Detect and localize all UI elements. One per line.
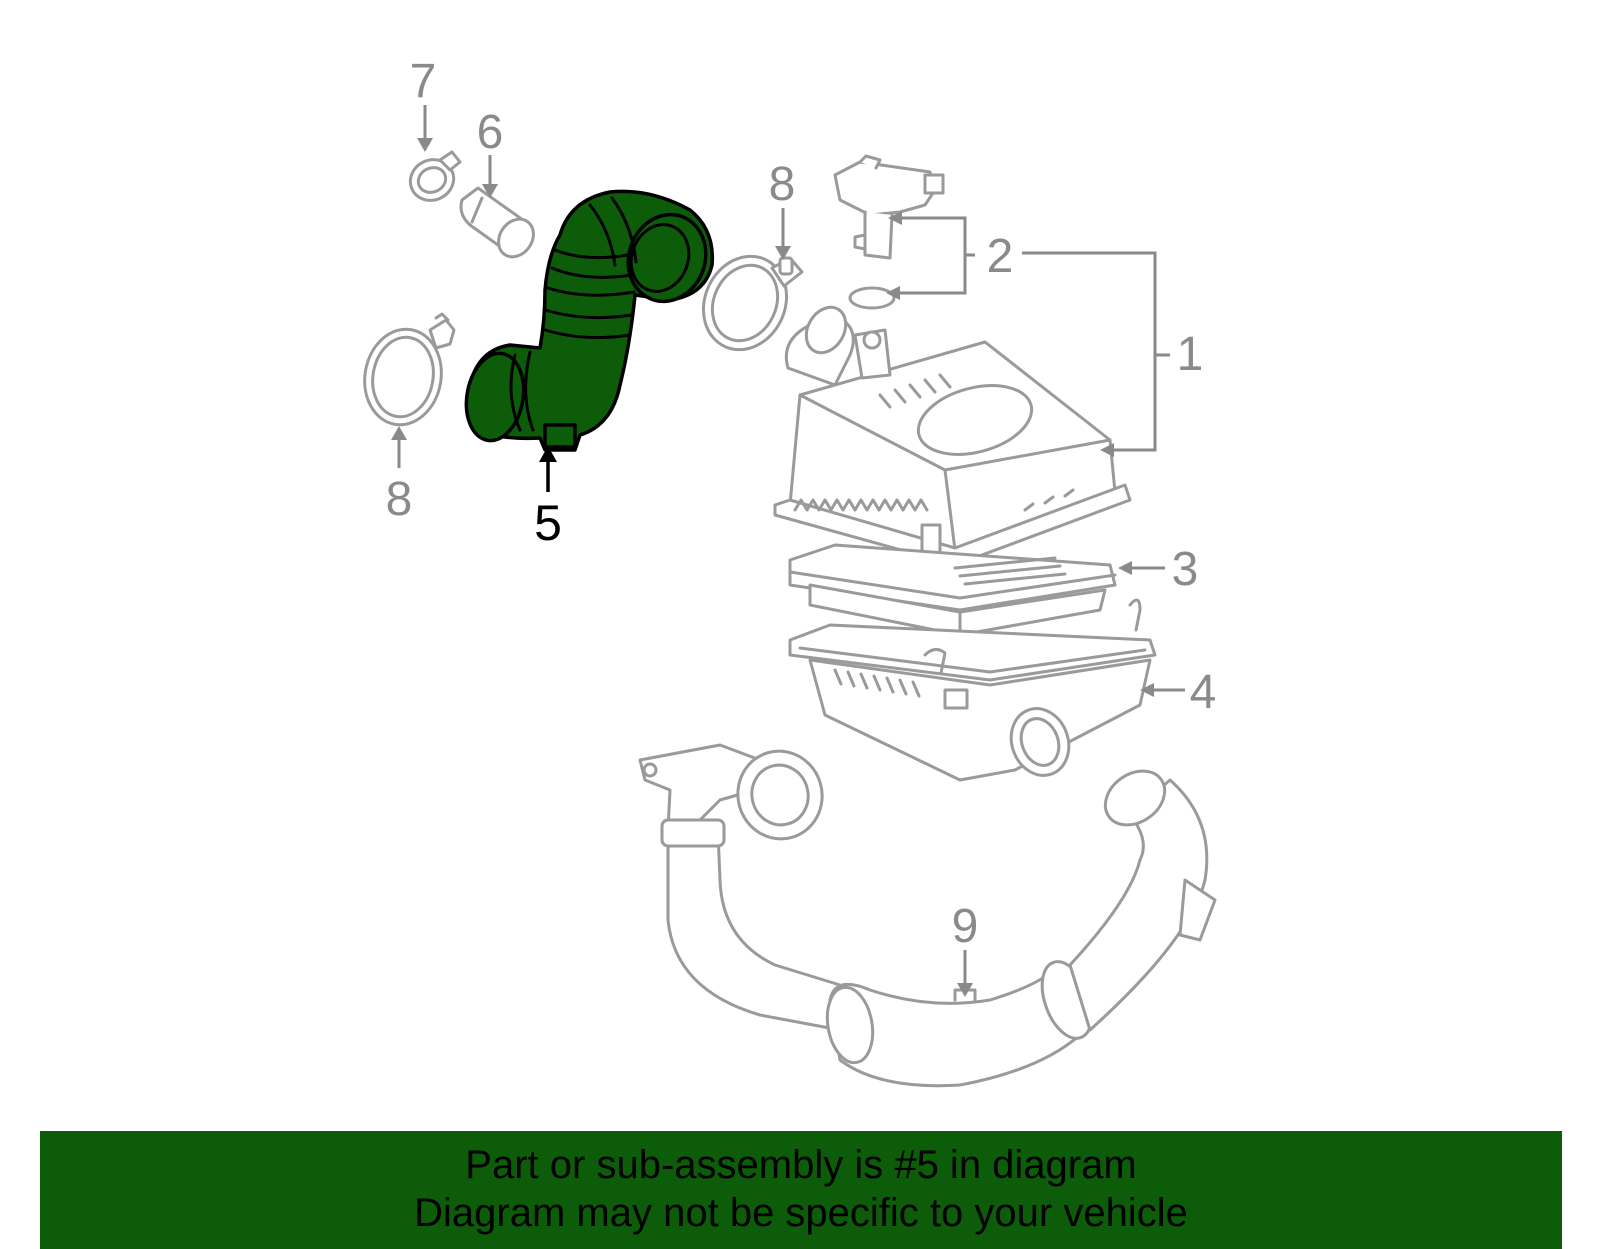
arrow-down-icon bbox=[957, 983, 973, 997]
callout-9: 9 bbox=[952, 900, 979, 997]
part-5-air-intake-hose[interactable] bbox=[460, 189, 718, 452]
callout-9-label: 9 bbox=[952, 900, 979, 953]
arrow-up-icon bbox=[391, 426, 407, 440]
arrow-left-icon bbox=[888, 211, 902, 225]
callout-6-label: 6 bbox=[477, 106, 504, 159]
part-7-hose-clamp[interactable] bbox=[404, 150, 462, 207]
arrow-down-icon bbox=[482, 184, 498, 198]
callout-8-top: 8 bbox=[769, 158, 796, 260]
part-8-clamp-right[interactable] bbox=[688, 243, 804, 364]
arrow-left-icon bbox=[1100, 443, 1114, 457]
callout-6: 6 bbox=[477, 106, 504, 198]
callout-2-label: 2 bbox=[987, 230, 1014, 283]
part-4-air-cleaner-case[interactable] bbox=[788, 598, 1157, 783]
arrow-down-icon bbox=[775, 246, 791, 260]
callout-3: 3 bbox=[1118, 543, 1198, 596]
part-6-connector-hose[interactable] bbox=[459, 186, 541, 264]
callout-8-top-label: 8 bbox=[769, 158, 796, 211]
callout-2: 2 bbox=[886, 211, 1013, 300]
banner-part-note: Part or sub-assembly is #5 in diagram bbox=[465, 1143, 1137, 1187]
callout-8-left: 8 bbox=[386, 426, 413, 526]
callout-7: 7 bbox=[410, 55, 437, 152]
banner-vehicle-note: Diagram may not be specific to your vehi… bbox=[414, 1191, 1188, 1235]
arrow-up-icon bbox=[539, 446, 557, 462]
callout-3-label: 3 bbox=[1172, 543, 1199, 596]
callout-1-label: 1 bbox=[1177, 328, 1204, 381]
part-8-clamp-left[interactable] bbox=[357, 312, 456, 431]
part-1-air-cleaner-cover[interactable] bbox=[773, 300, 1132, 567]
arrow-down-icon bbox=[417, 138, 433, 152]
part-9-intake-duct[interactable] bbox=[638, 742, 1217, 1088]
callout-5: 5 bbox=[534, 446, 562, 551]
callout-4-label: 4 bbox=[1190, 666, 1217, 719]
arrow-left-icon bbox=[1118, 561, 1132, 575]
callout-4: 4 bbox=[1140, 666, 1216, 719]
part-2-mass-airflow-sensor[interactable] bbox=[833, 154, 945, 310]
arrow-left-icon bbox=[1140, 683, 1154, 697]
arrow-left-icon bbox=[886, 286, 900, 300]
part-3-air-filter[interactable] bbox=[788, 543, 1117, 637]
callout-1: 1 bbox=[1022, 251, 1204, 457]
callout-7-label: 7 bbox=[410, 55, 437, 108]
callout-5-label: 5 bbox=[534, 495, 562, 551]
callout-8-left-label: 8 bbox=[386, 473, 413, 526]
info-banner: Part or sub-assembly is #5 in diagram Di… bbox=[40, 1131, 1562, 1249]
